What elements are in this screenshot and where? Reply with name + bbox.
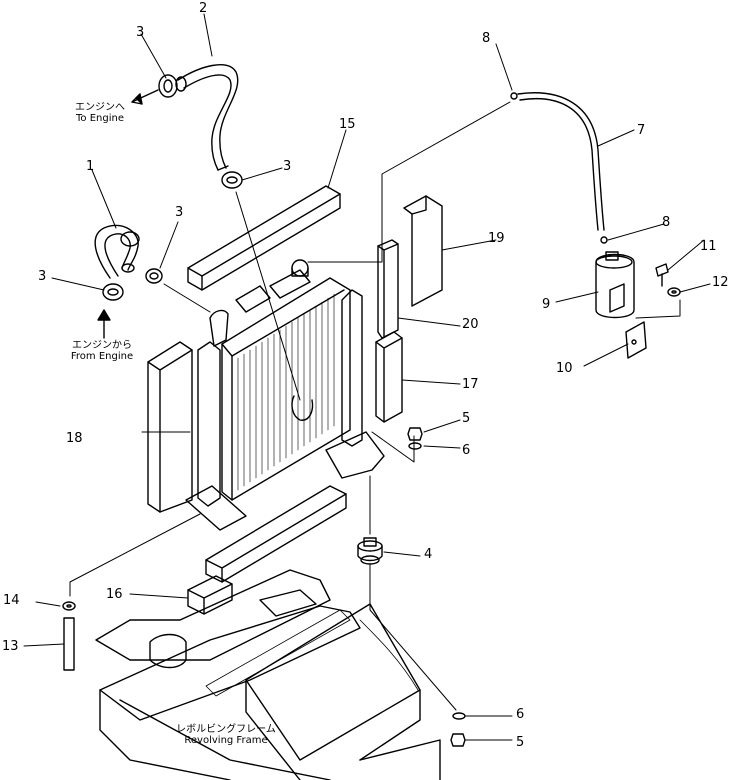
seal-part-19 — [403, 195, 443, 307]
washer-part-12 — [667, 287, 681, 297]
note-from-engine: エンジンから From Engine — [52, 340, 152, 362]
bolt-part-11 — [655, 263, 669, 287]
hose-clamp-part-3-lower-left — [102, 283, 124, 301]
note-revolving-frame-en: Revolving Frame — [184, 735, 268, 746]
callout-7: 7 — [637, 123, 646, 138]
tube-part-7 — [517, 92, 605, 231]
hose-clamp-part-3-top — [158, 74, 178, 98]
callout-12: 12 — [712, 275, 729, 290]
callout-2: 2 — [199, 1, 208, 16]
note-revolving-frame: レボルビングフレーム Revolving Frame — [166, 724, 286, 746]
callout-3: 3 — [175, 205, 184, 220]
seal-part-15 — [187, 185, 341, 291]
callout-6: 6 — [462, 443, 471, 458]
callout-5: 5 — [516, 735, 525, 750]
clip-part-8-top — [510, 92, 518, 100]
nut-part-5-lower — [450, 733, 466, 747]
callout-18: 18 — [66, 431, 83, 446]
arrow-from-engine — [97, 309, 111, 339]
note-to-engine-en: To Engine — [76, 113, 124, 124]
radiator-core — [209, 259, 351, 501]
callout-3: 3 — [283, 159, 292, 174]
note-from-engine-en: From Engine — [70, 351, 134, 362]
callout-11: 11 — [700, 239, 717, 254]
callout-6: 6 — [516, 707, 525, 722]
hose-clamp-part-3-lower-right — [145, 268, 163, 284]
note-from-engine-jp: エンジンから — [72, 340, 132, 351]
bolt-part-13 — [63, 617, 75, 671]
leader-lines — [23, 13, 711, 741]
washer-part-6-lower — [452, 712, 466, 720]
washer-part-6-upper — [408, 442, 422, 450]
callout-14: 14 — [3, 593, 20, 608]
note-to-engine: エンジンへ To Engine — [60, 102, 140, 124]
right-side-bracket — [325, 289, 385, 479]
arrow-to-engine — [131, 89, 159, 105]
washer-part-14 — [62, 601, 76, 611]
lower-hose-part-1 — [94, 224, 140, 279]
hose-clamp-part-3-upper-mid — [221, 171, 243, 189]
left-side-bracket — [185, 341, 247, 531]
callout-19: 19 — [488, 231, 505, 246]
seal-part-16 — [187, 485, 347, 615]
note-to-engine-jp: エンジンへ — [75, 102, 125, 113]
callout-8: 8 — [482, 31, 491, 46]
upper-hose-part-2 — [175, 64, 239, 171]
callout-20: 20 — [462, 317, 479, 332]
callout-15: 15 — [339, 117, 356, 132]
callout-16: 16 — [106, 587, 123, 602]
callout-3: 3 — [136, 25, 145, 40]
mount-rubber-part-4 — [357, 537, 383, 565]
reserve-tank-part-9 — [595, 251, 635, 319]
seal-part-20 — [377, 239, 399, 339]
seal-part-17 — [375, 331, 403, 423]
callout-3: 3 — [38, 269, 47, 284]
callout-8: 8 — [662, 215, 671, 230]
callout-1: 1 — [86, 159, 95, 174]
revolving-frame — [95, 569, 441, 780]
callout-5: 5 — [462, 411, 471, 426]
callout-4: 4 — [424, 547, 433, 562]
seal-part-18 — [147, 341, 193, 513]
callout-10: 10 — [556, 361, 573, 376]
clip-part-8-lower — [600, 236, 608, 244]
note-revolving-frame-jp: レボルビングフレーム — [176, 724, 276, 735]
bracket-part-10 — [625, 321, 647, 359]
nut-part-5-upper — [407, 427, 423, 441]
callout-9: 9 — [542, 297, 551, 312]
callout-17: 17 — [462, 377, 479, 392]
callout-13: 13 — [2, 639, 19, 654]
